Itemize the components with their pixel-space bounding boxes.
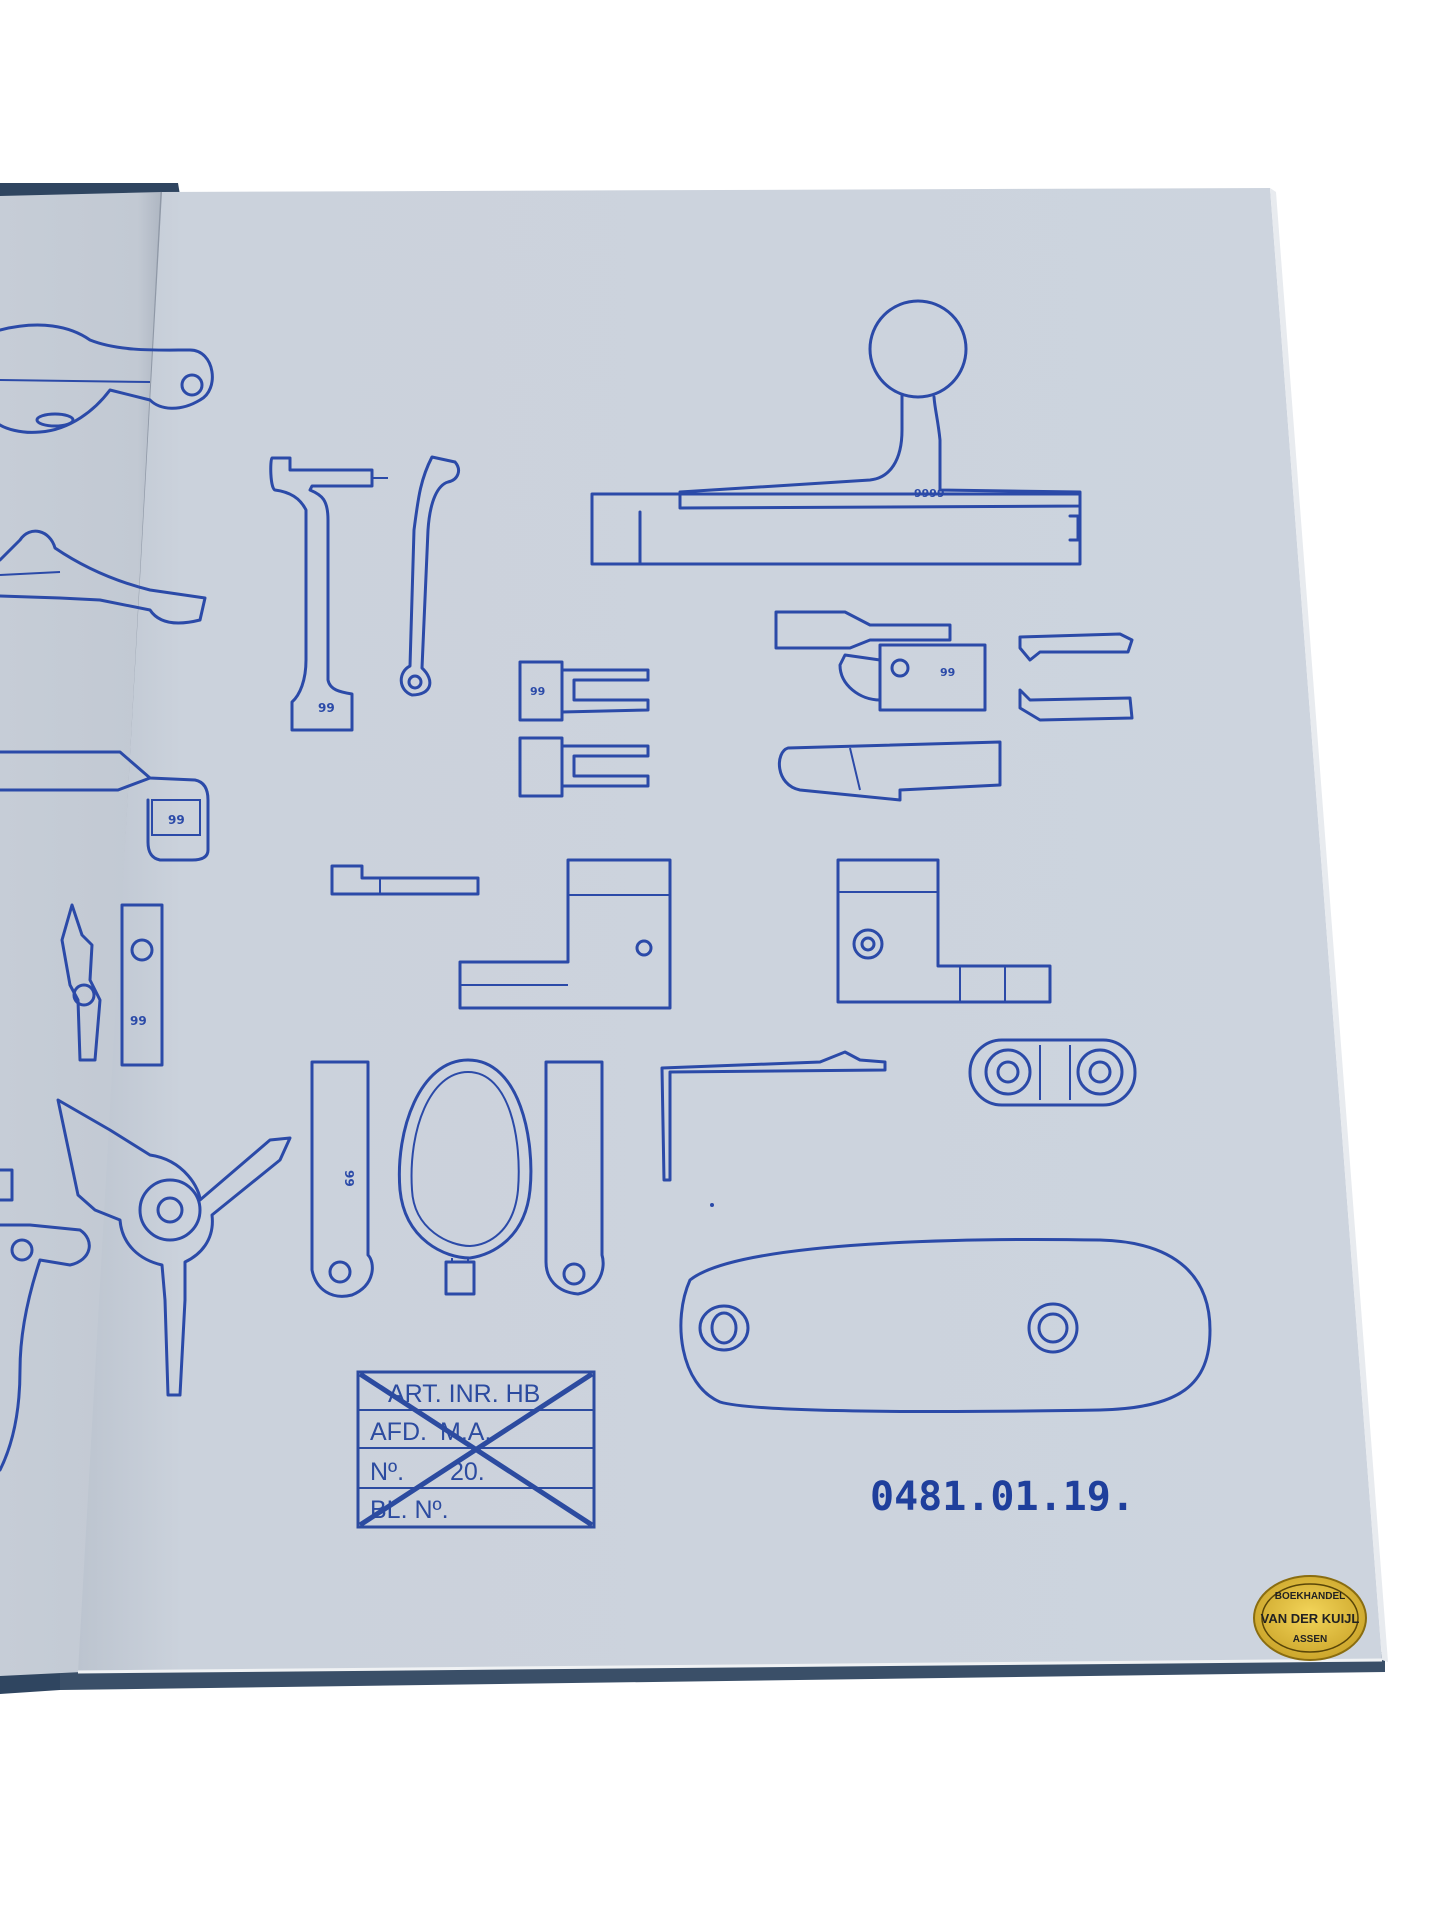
stamp-value-afd: M.A. xyxy=(440,1418,491,1446)
left-mark-99-b: 99 xyxy=(130,1014,147,1028)
seal-bottom-text: ASSEN xyxy=(1293,1634,1327,1645)
svg-text:99: 99 xyxy=(940,666,955,679)
right-page-drawings: 9999 99 99 99 xyxy=(269,299,1212,1414)
seal-middle-text: VAN DER KUIJL xyxy=(1261,1611,1360,1626)
bookseller-seal: BOEKHANDEL VAN DER KUIJL ASSEN xyxy=(1253,1575,1367,1661)
svg-text:99: 99 xyxy=(530,685,545,698)
stamp-label-bl: BL. Nº. xyxy=(370,1496,449,1524)
stamp-value-nr: 20. xyxy=(450,1458,485,1486)
svg-text:9999: 9999 xyxy=(914,487,945,500)
stamp-line-art: ART. INR. HB xyxy=(388,1380,540,1408)
left-page-drawings: 99 99 xyxy=(0,323,292,1472)
extractor-mark-99: 99 xyxy=(318,701,335,715)
right-page xyxy=(77,188,1388,1674)
inspection-stamp: ART. INR. HB AFD. M.A. Nº. 20. BL. Nº. xyxy=(356,1370,596,1529)
stamp-label-afd: AFD. xyxy=(370,1418,427,1446)
part-number: 0481.01.19. xyxy=(870,1474,1135,1520)
stamp-label-nr: Nº. xyxy=(370,1458,404,1486)
strap-mark-99: 99 xyxy=(342,1170,356,1187)
seal-top-text: BOEKHANDEL xyxy=(1275,1591,1346,1602)
left-mark-99: 99 xyxy=(168,813,185,827)
